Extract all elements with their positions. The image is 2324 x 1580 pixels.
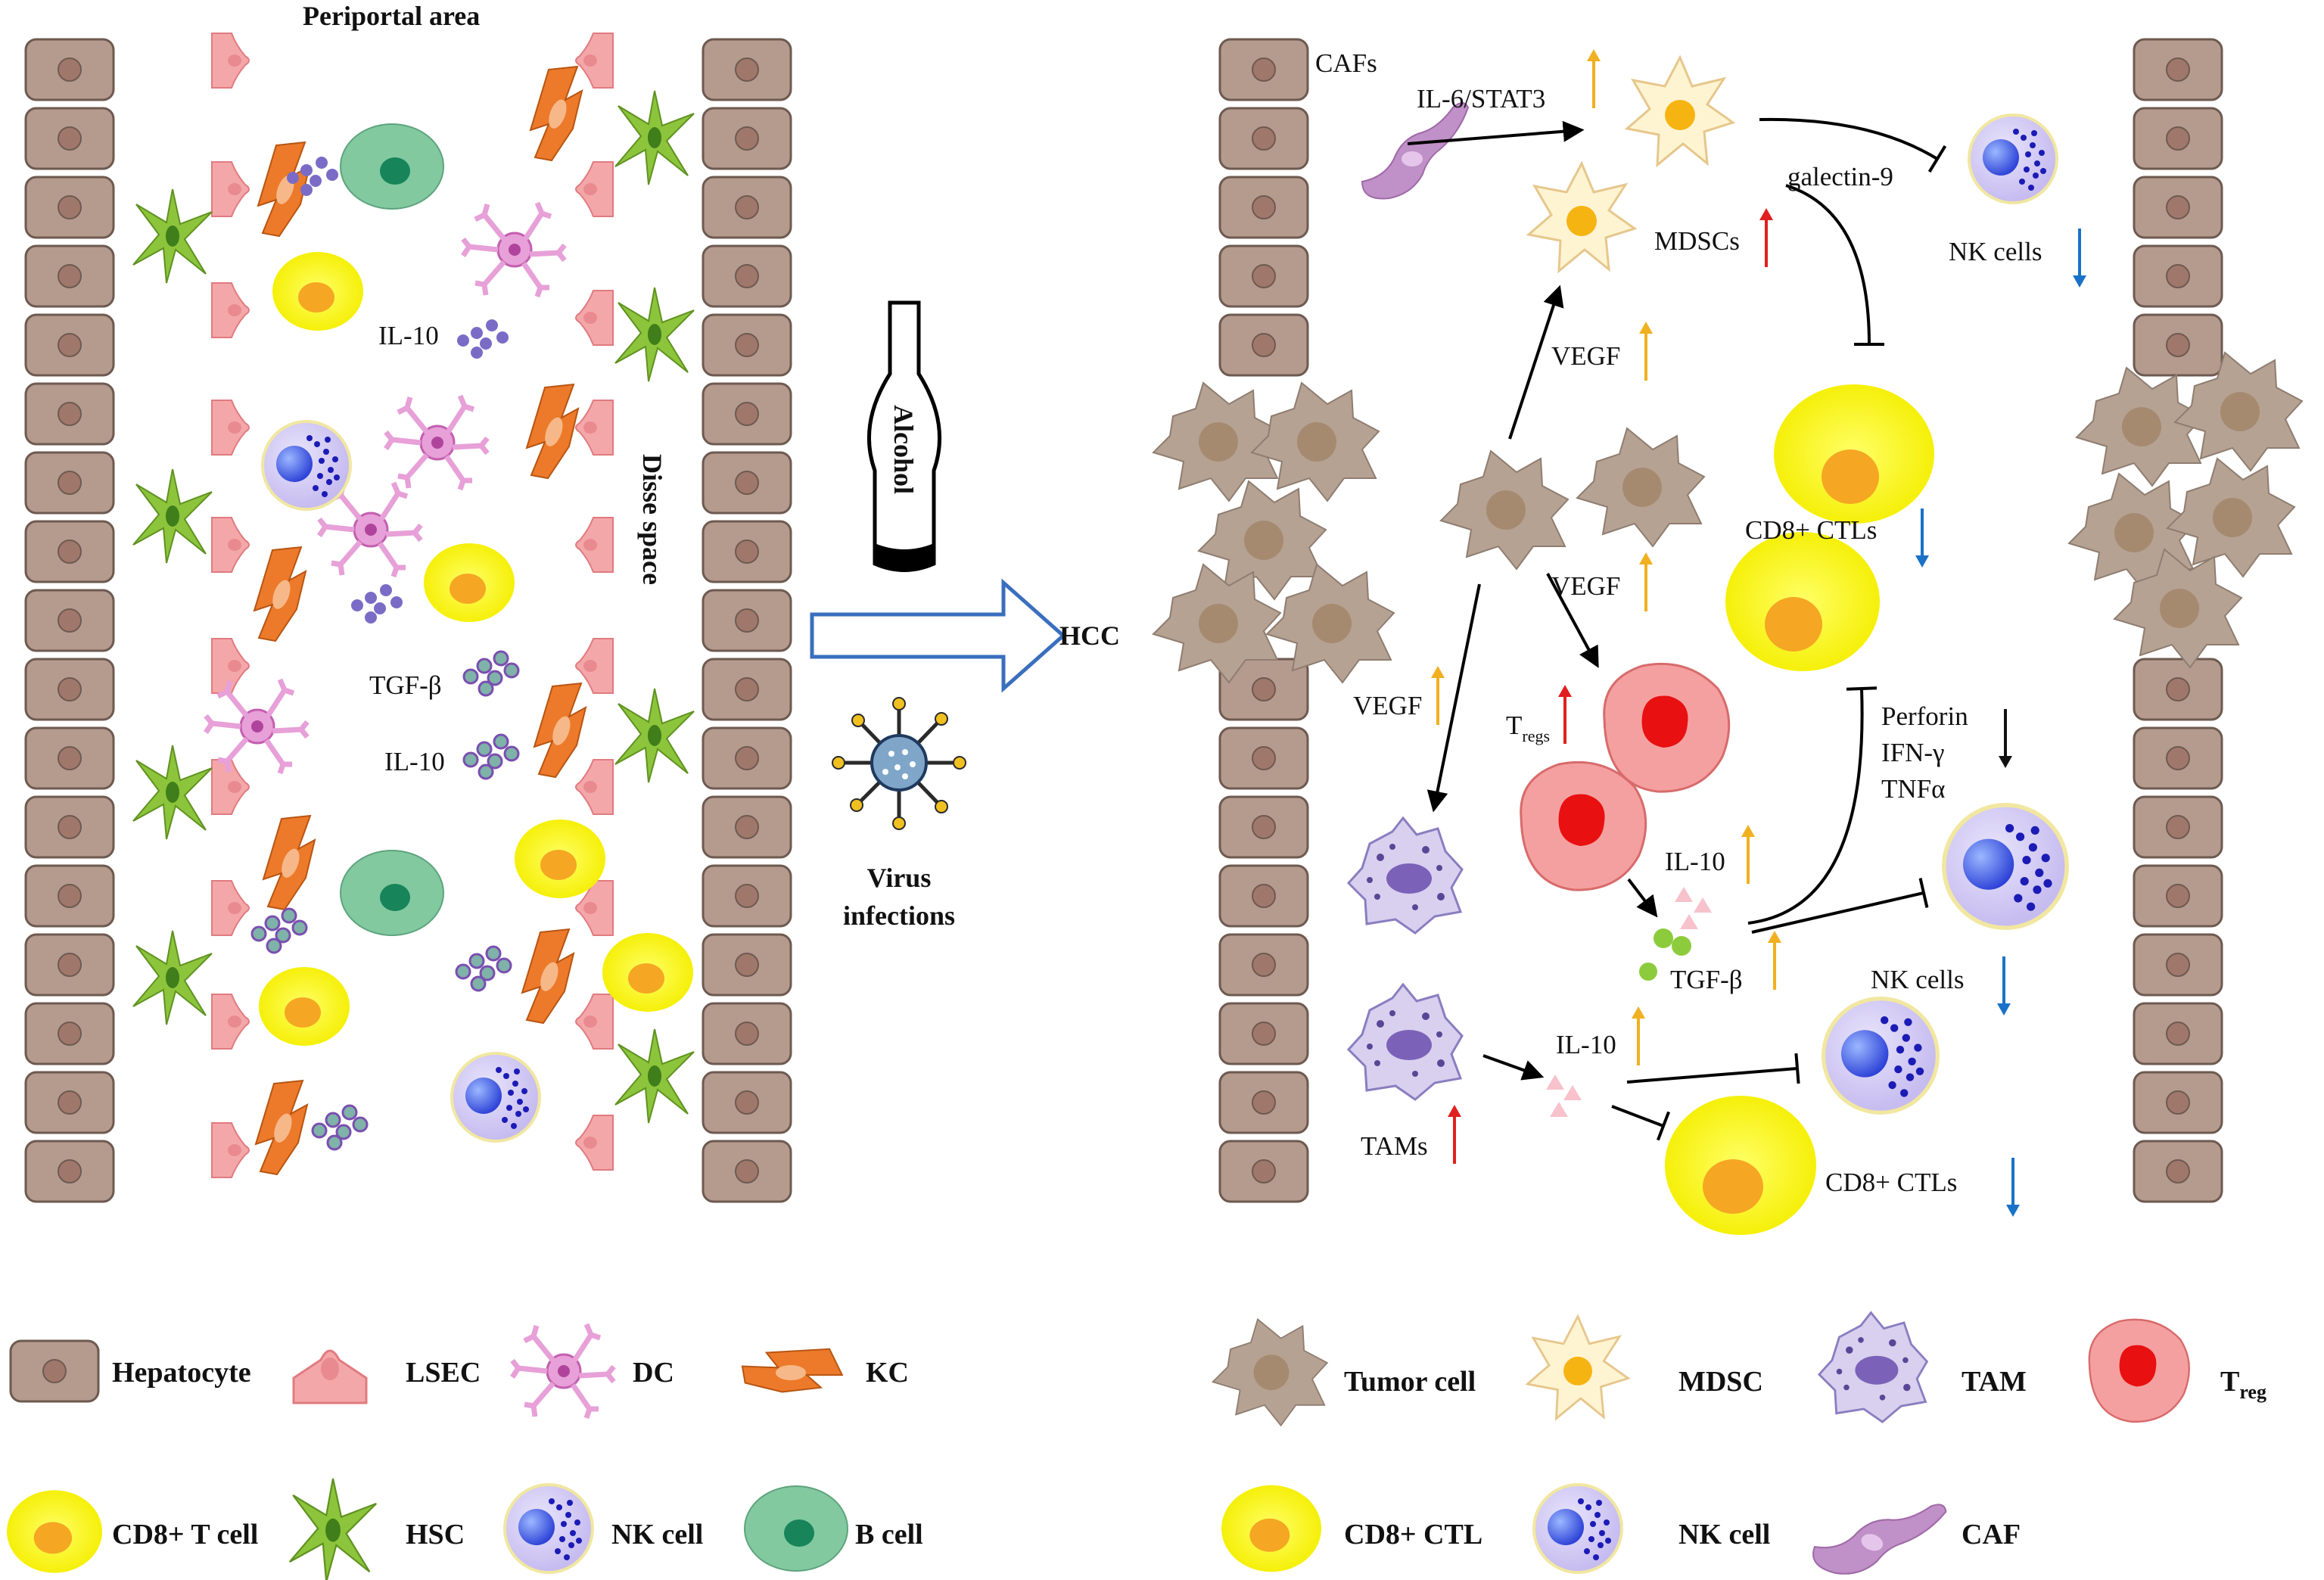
- cd8-ctl-bottom: [1665, 1096, 1816, 1235]
- legend-mdsc-label: MDSC: [1678, 1366, 1763, 1398]
- mdsc-cell-1: [1626, 56, 1734, 166]
- vegf-mid-label: VEGF: [1551, 571, 1620, 601]
- nk-cells-top-label: NK cells: [1949, 237, 2042, 266]
- legend-tumor-cell-label: Tumor cell: [1344, 1366, 1476, 1398]
- tgf-beta-right-label: TGF-β: [1670, 965, 1743, 994]
- tumor-cluster-left: [1153, 382, 1395, 683]
- tregs-label: Tregs: [1506, 711, 1550, 745]
- pathway-arrows: [1407, 117, 1947, 1141]
- il10-label-top: IL-10: [378, 321, 439, 350]
- legend-treg-icon: [2088, 1318, 2190, 1423]
- periportal-area-label: Periportal area: [303, 1, 480, 31]
- legend-tam-icon: [1818, 1311, 1928, 1423]
- legend-dc-label: DC: [633, 1357, 674, 1389]
- mdscs-label: MDSCs: [1654, 226, 1740, 256]
- tgf-beta-dots: [1639, 928, 1691, 981]
- tumor-cluster-right: [2068, 352, 2303, 668]
- virus-label-line2: infections: [843, 900, 955, 931]
- il10-tam-label: IL-10: [1556, 1030, 1616, 1059]
- legend-nk-cell-icon: [503, 1483, 594, 1574]
- cd8-ctls-bottom-label: CD8+ CTLs: [1825, 1168, 1957, 1197]
- tam-cell-1: [1347, 816, 1464, 935]
- legend-mdsc-icon: [1526, 1315, 1629, 1420]
- caf-cell: [1361, 102, 1469, 200]
- nk-cell-top: [1968, 114, 2058, 204]
- legend-hepatocyte-label: Hepatocyte: [112, 1357, 251, 1389]
- legend-kc-label: KC: [866, 1357, 909, 1389]
- hcc-transition-arrow: [810, 578, 1066, 693]
- legend-nk-cell-label: NK cell: [611, 1519, 703, 1550]
- lsec-column-left: [211, 33, 250, 1178]
- legend-treg-label: Treg: [2220, 1366, 2266, 1403]
- tams-label: TAMs: [1361, 1131, 1428, 1161]
- tgf-beta-label: TGF-β: [369, 670, 442, 700]
- il10-treg-label: IL-10: [1665, 847, 1725, 876]
- left-panel: Periportal area Disse space IL-10 TGF-β …: [24, 1, 792, 1203]
- legend-caf-label: CAF: [1962, 1519, 2021, 1550]
- hcc-label: HCC: [1059, 620, 1120, 651]
- disse-space-label: Disse space: [637, 454, 667, 585]
- tnf-alpha-label: TNFα: [1881, 774, 1945, 804]
- il10-label-bottom: IL-10: [384, 747, 445, 776]
- legend-hsc-icon: [288, 1477, 378, 1580]
- legend-lsec-label: LSEC: [406, 1357, 481, 1389]
- ifn-gamma-label: IFN-γ: [1881, 738, 1945, 767]
- virus-icon: [832, 697, 966, 830]
- center-panel: Alcohol HCC Virus infectio: [810, 300, 1120, 931]
- nk-cell-mid: [1944, 805, 2067, 928]
- il10-triangles: [1546, 887, 1712, 1117]
- treg-cell-1: [1603, 662, 1731, 793]
- legend-cd8-t-cell-label: CD8+ T cell: [112, 1519, 258, 1550]
- legend-right: Tumor cell MDSC TAM Treg CD8+ CTL NK cel…: [1212, 1311, 2266, 1580]
- alcohol-bottle-icon: Alcohol: [866, 300, 942, 572]
- il6-stat3-label: IL-6/STAT3: [1417, 84, 1545, 114]
- legend-hepatocyte-icon: [9, 1339, 100, 1403]
- right-panel: CAFs IL-6/STAT3 galectin-9 MDSCs NK cell…: [1153, 38, 2303, 1235]
- legend-tam-label: TAM: [1962, 1366, 2027, 1398]
- tam-cell-2: [1347, 983, 1464, 1101]
- tumor-cell-central: [1440, 450, 1569, 570]
- cd8-ctls-top-label: CD8+ CTLs: [1745, 515, 1877, 545]
- alcohol-label: Alcohol: [888, 405, 919, 494]
- legend-cd8-ctl-label: CD8+ CTL: [1344, 1519, 1482, 1550]
- perforin-label: Perforin: [1881, 701, 1968, 731]
- cafs-label: CAFs: [1315, 48, 1377, 78]
- legend-b-cell-icon: [744, 1485, 848, 1572]
- vegf-left-label: VEGF: [1353, 691, 1422, 720]
- legend-nk-cell-label-right: NK cell: [1678, 1519, 1770, 1550]
- galectin-9-label: galectin-9: [1787, 162, 1893, 191]
- legend-nk-cell-icon-right: [1532, 1483, 1623, 1574]
- legend-left: Hepatocyte LSEC DC KC CD8+ T cell HSC NK…: [7, 1324, 923, 1580]
- hepatocyte-column-left: [24, 38, 115, 1203]
- cd8-ctl-large-2: [1725, 532, 1880, 671]
- legend-cd8-t-cell-icon: [7, 1490, 103, 1573]
- vegf-top-label: VEGF: [1551, 341, 1620, 371]
- treg-cell-2: [1520, 760, 1647, 891]
- legend-caf-icon: [1807, 1468, 1949, 1580]
- virus-label-line1: Virus: [867, 863, 932, 893]
- tumor-cell-right: [1576, 428, 1705, 547]
- legend-b-cell-label: B cell: [855, 1519, 923, 1550]
- legend-kc-icon: [737, 1330, 845, 1413]
- legend-tumor-cell-icon: [1212, 1318, 1328, 1426]
- cd8-t-cells: [259, 252, 693, 1046]
- legend-dc-icon: [512, 1324, 614, 1418]
- cd8-ctl-large-1: [1774, 384, 1934, 524]
- legend-hsc-label: HSC: [406, 1519, 465, 1550]
- mdsc-cell-2: [1527, 162, 1636, 272]
- legend-lsec-icon: [292, 1349, 368, 1404]
- lsec-column-right: [575, 33, 614, 1171]
- legend-cd8-ctl-icon: [1221, 1485, 1321, 1572]
- nk-cells-mid-label: NK cells: [1871, 965, 1964, 994]
- nk-cell-bottom: [1824, 999, 1938, 1113]
- hepatocyte-column-right: [702, 38, 792, 1203]
